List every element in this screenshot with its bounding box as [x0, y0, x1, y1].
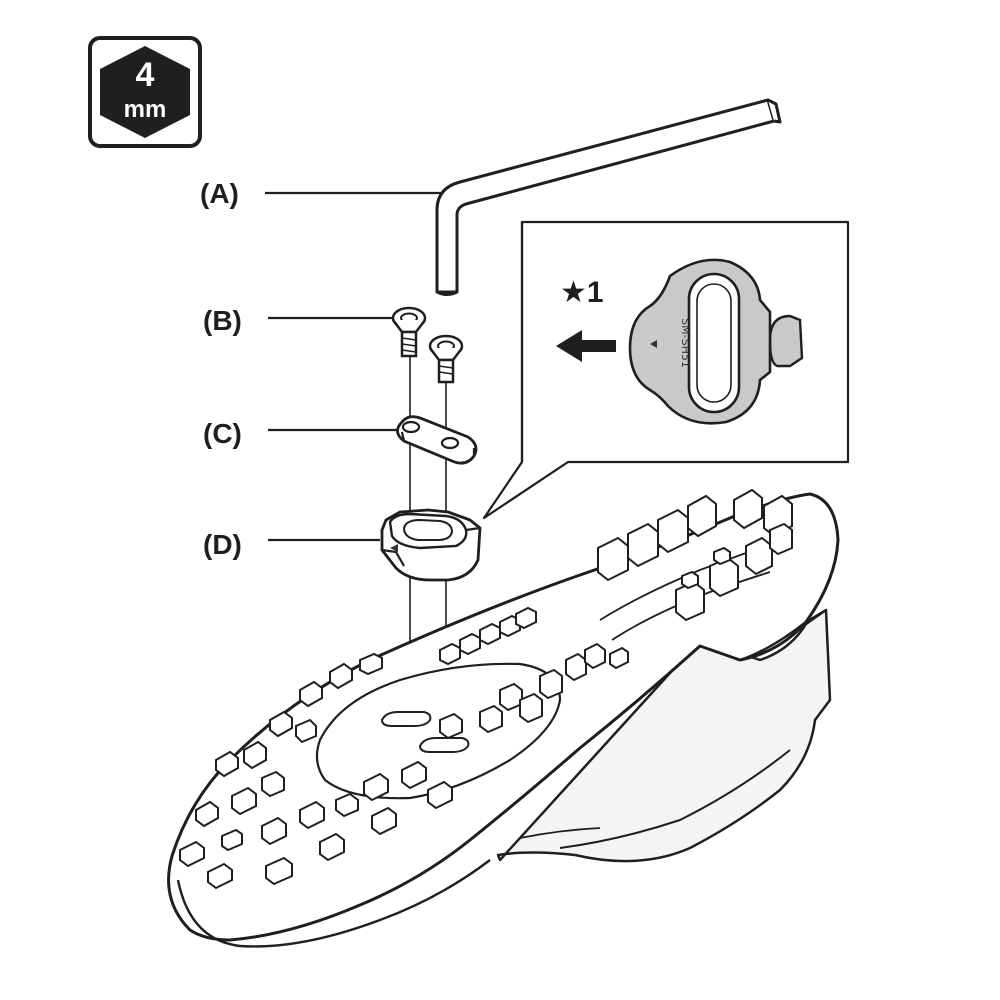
inset-pointer-triangle — [650, 340, 657, 348]
cleat-top-view: SM-SH51 — [628, 258, 804, 425]
cleat-model-stamp: SM-SH51 — [679, 318, 692, 368]
cleat-screw-2 — [428, 334, 464, 384]
cleat-washer-plate — [396, 415, 478, 465]
callout-label-d: (D) — [203, 529, 242, 560]
inset-note-marker: ★1 — [560, 276, 604, 309]
cleat-detail-inset: ★1 SM-SH51 — [482, 220, 850, 520]
cycling-shoe — [167, 488, 840, 948]
tool-size-value: 4 — [136, 56, 155, 94]
callout-label-c: (C) — [203, 418, 242, 449]
callout-label-a: (A) — [200, 178, 239, 209]
hex-key-tool — [435, 98, 782, 296]
spd-cleat — [380, 508, 482, 582]
leader-lines — [265, 191, 442, 542]
sole-lugs — [179, 488, 793, 890]
cleat-screw-1 — [391, 306, 427, 358]
hex-key-size-icon — [100, 46, 190, 138]
tool-size-badge: 4 mm — [88, 36, 202, 148]
tool-size-unit: mm — [124, 96, 167, 123]
arrow-left-icon — [556, 330, 616, 362]
callout-labels: (A) (B) (C) (D) — [200, 178, 242, 560]
callout-label-b: (B) — [203, 305, 242, 336]
cleat-pointer-triangle — [390, 544, 398, 552]
